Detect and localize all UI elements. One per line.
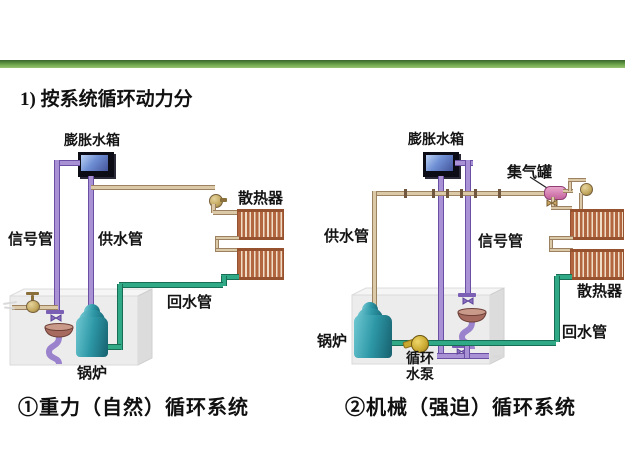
pump-label-line2: 水泵 bbox=[406, 368, 434, 384]
page-title: 1) 按系统循环动力分 bbox=[20, 89, 193, 110]
radiator-connector-v bbox=[549, 236, 553, 252]
drain-drop-pipe bbox=[464, 346, 470, 358]
circulation-pump bbox=[411, 335, 429, 353]
supply-riser-pipe bbox=[88, 176, 94, 308]
expansion-tank-label: 膨胀水箱 bbox=[408, 133, 464, 148]
vent-loop-drop bbox=[579, 193, 583, 211]
expansion-tank-label: 膨胀水箱 bbox=[64, 134, 120, 149]
supply-branch-pipe bbox=[91, 185, 215, 190]
return-pipe-drop bbox=[117, 284, 123, 350]
signal-drain-valve-bar bbox=[46, 310, 64, 314]
boiler bbox=[76, 317, 108, 357]
pipe-coupling bbox=[460, 189, 463, 198]
signal-pipe-label: 信号管 bbox=[8, 232, 54, 248]
air-collector-pointer bbox=[529, 176, 548, 189]
return-pipe-main bbox=[392, 340, 556, 346]
pipe-coupling bbox=[474, 189, 477, 198]
signal-drain-valve-bar bbox=[458, 293, 476, 297]
air-collector bbox=[544, 186, 567, 200]
return-pipe-main bbox=[119, 282, 223, 288]
drain-header-valve-bar bbox=[452, 344, 467, 348]
collector-outlet-h bbox=[551, 206, 572, 210]
radiator-bottom-section bbox=[237, 248, 284, 280]
boiler-label: 锅炉 bbox=[317, 334, 348, 350]
return-pipe-h1 bbox=[221, 274, 239, 280]
boiler bbox=[354, 315, 392, 358]
return-pipe-to-boiler bbox=[103, 344, 121, 350]
drain-funnel-trap bbox=[44, 323, 74, 365]
signal-pipe-stub bbox=[455, 160, 473, 166]
pipe-coupling bbox=[404, 189, 407, 198]
pump-label-line1: 循环 bbox=[406, 352, 434, 367]
supply-pipe-label: 供水管 bbox=[324, 229, 370, 245]
accent-bar bbox=[0, 60, 625, 68]
air-collector-label: 集气罐 bbox=[507, 165, 553, 181]
radiator-inlet-drop bbox=[211, 204, 216, 213]
radiator-top-section bbox=[570, 209, 624, 240]
drain-header-pipe bbox=[437, 353, 489, 359]
radiator-connector-h2 bbox=[216, 248, 239, 252]
expansion-tank-water bbox=[81, 155, 108, 171]
boiler-cap bbox=[84, 304, 100, 314]
tank-connection-pipe bbox=[438, 176, 444, 357]
vent-loop-v1 bbox=[568, 178, 572, 191]
feed-valve bbox=[26, 300, 40, 313]
gravity-system-caption: ①重力（自然）循环系统 bbox=[18, 397, 249, 419]
feed-valve-handle bbox=[26, 292, 39, 295]
boiler-dome bbox=[357, 308, 383, 319]
signal-drain-valve bbox=[50, 314, 62, 322]
radiator-bottom-section bbox=[570, 249, 624, 280]
radiator-connector-h1 bbox=[216, 236, 239, 240]
signal-pipe bbox=[465, 160, 471, 296]
radiator-top-section bbox=[237, 209, 284, 240]
return-pipe-label: 回水管 bbox=[167, 295, 213, 311]
radiator-connector-v bbox=[215, 236, 219, 252]
boiler-label: 锅炉 bbox=[77, 366, 108, 382]
mechanical-system-caption: ②机械（强迫）循环系统 bbox=[345, 397, 576, 419]
radiator-inlet-pipe bbox=[213, 210, 239, 215]
radiator-label: 散热器 bbox=[238, 191, 284, 207]
return-pipe-jog bbox=[221, 276, 227, 286]
supply-pipe-label: 供水管 bbox=[98, 232, 144, 248]
circulation-pump-label: 循环 水泵 bbox=[402, 352, 438, 384]
signal-drain-valve bbox=[462, 297, 474, 305]
pipe-coupling bbox=[446, 189, 449, 198]
signal-pipe-label: 信号管 bbox=[478, 234, 524, 250]
signal-pipe bbox=[54, 160, 60, 312]
boiler-dome bbox=[79, 310, 105, 321]
feed-valve-stem bbox=[31, 295, 34, 301]
collector-outlet-valve bbox=[546, 199, 558, 207]
vent-loop-h2 bbox=[568, 178, 586, 182]
boiler-cap bbox=[362, 302, 378, 312]
radiator-label: 散热器 bbox=[577, 284, 623, 300]
radiator-connector-h2 bbox=[550, 248, 573, 252]
return-pipe-drop bbox=[554, 276, 560, 342]
radiator-connector-h1 bbox=[550, 236, 573, 240]
return-pipe-label: 回水管 bbox=[562, 325, 608, 341]
pipe-coupling bbox=[432, 189, 435, 198]
radiator-valve-stem bbox=[220, 198, 227, 202]
faint-mark bbox=[492, 355, 504, 358]
return-pipe-h1 bbox=[556, 274, 572, 280]
supply-riser-pipe bbox=[372, 191, 377, 308]
signal-pipe-stub bbox=[58, 160, 80, 166]
expansion-tank-water bbox=[426, 155, 453, 171]
pipe-coupling bbox=[498, 189, 501, 198]
air-vent-valve bbox=[580, 183, 593, 196]
